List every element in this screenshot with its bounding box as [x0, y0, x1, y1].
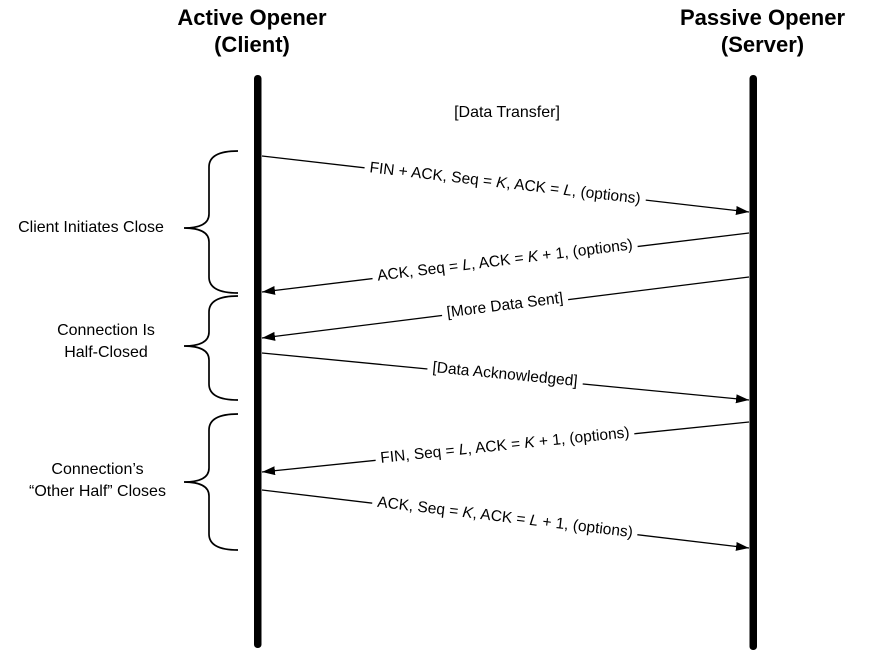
- brace-other-half-closes: [183, 413, 239, 551]
- client-actor-title: Active Opener (Client): [147, 4, 357, 58]
- annotation-line: Connection’s: [51, 461, 144, 478]
- client-actor-title-line2: (Client): [214, 32, 290, 57]
- client-lifeline: [254, 75, 262, 648]
- annotation-other-half-closes: Connection’s “Other Half” Closes: [5, 459, 190, 503]
- server-lifeline: [749, 75, 757, 650]
- annotation-client-initiates-close: Client Initiates Close: [0, 217, 182, 239]
- server-actor-title-line2: (Server): [720, 32, 805, 57]
- annotation-connection-half-closed: Connection Is Half-Closed: [16, 320, 196, 364]
- annotation-line: Client Initiates Close: [18, 219, 164, 236]
- annotation-line: “Other Half” Closes: [29, 483, 166, 500]
- annotation-line: Connection Is: [57, 322, 155, 339]
- brace-client-initiates-close: [183, 150, 239, 294]
- data-transfer-label: [Data Transfer]: [454, 104, 560, 121]
- client-actor-title-line1: Active Opener: [177, 5, 327, 30]
- annotation-line: Half-Closed: [64, 344, 148, 361]
- brace-connection-half-closed: [183, 295, 239, 401]
- server-actor-title-line1: Passive Opener: [679, 5, 846, 30]
- server-actor-title: Passive Opener (Server): [655, 4, 870, 58]
